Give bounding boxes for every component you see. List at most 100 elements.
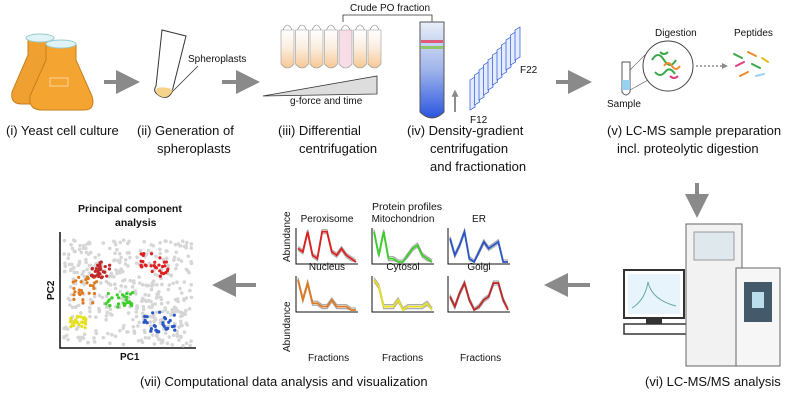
fraction-tube xyxy=(483,61,489,96)
step-iv-label-3: and fractionation xyxy=(430,159,526,174)
pca-point xyxy=(142,328,147,333)
centrifuge-tube xyxy=(353,29,367,69)
pca-point xyxy=(101,241,106,245)
pca-point xyxy=(69,292,74,297)
pca-point xyxy=(164,256,169,260)
profile-line xyxy=(449,280,509,312)
pca-point xyxy=(89,273,93,278)
profile-panel-title: Peroxisome xyxy=(301,214,354,225)
pca-point xyxy=(138,248,143,253)
pca-point xyxy=(179,291,184,295)
pca-point xyxy=(142,298,147,302)
pca-point xyxy=(174,266,178,271)
pca-point xyxy=(107,267,112,271)
pca-point xyxy=(149,252,154,256)
pca-point xyxy=(184,308,188,313)
fraction-tube xyxy=(514,26,521,61)
step-iv-label-2: centrifugation xyxy=(430,141,508,156)
pca-point xyxy=(144,264,148,268)
pca-point xyxy=(85,267,89,272)
pca-point xyxy=(80,324,84,328)
pca-point xyxy=(106,291,110,296)
pca-point xyxy=(147,336,151,340)
pca-point xyxy=(188,343,192,348)
pca-point xyxy=(97,267,101,271)
pca-point xyxy=(140,340,145,345)
pca-point xyxy=(180,239,185,244)
pca-point xyxy=(182,244,187,249)
pca-point xyxy=(112,258,116,263)
pca-point xyxy=(117,251,122,256)
pca-point xyxy=(68,320,73,324)
pca-point xyxy=(93,255,98,260)
pca-point xyxy=(97,308,102,313)
fraction-tube xyxy=(501,41,507,76)
pca-point xyxy=(77,291,81,295)
pca-point xyxy=(117,296,121,300)
pca-point xyxy=(152,342,157,346)
centrifuge-tube xyxy=(309,29,324,69)
fraction-tube xyxy=(496,46,503,81)
pca-point xyxy=(77,322,81,326)
pca-title-1: Principal component xyxy=(78,203,182,215)
pca-point xyxy=(148,320,153,324)
profile-panel-peroxisome: Peroxisome xyxy=(295,214,358,265)
pca-point xyxy=(110,296,114,300)
centrifuge-tube xyxy=(324,29,338,69)
pca-point xyxy=(125,295,129,299)
profile-panel-title: ER xyxy=(472,214,486,225)
pca-point xyxy=(131,324,136,329)
pca-point xyxy=(85,340,90,345)
pca-point xyxy=(116,305,120,309)
step-ii-label-1: (ii) Generation of xyxy=(137,123,234,138)
g-force-label: g-force and time xyxy=(290,96,363,107)
pca-point xyxy=(176,309,180,313)
fraction-tube xyxy=(469,76,476,111)
pca-point xyxy=(62,269,67,274)
pca-point xyxy=(79,280,83,284)
pca-point xyxy=(121,326,125,331)
pca-point xyxy=(178,319,183,324)
pca-point xyxy=(158,251,162,256)
pca-point xyxy=(172,313,176,317)
pca-point xyxy=(146,249,151,253)
pca-point xyxy=(77,247,82,252)
pca-point xyxy=(63,264,68,269)
pca-point xyxy=(152,324,156,328)
pca-point xyxy=(151,311,155,315)
pca-point xyxy=(88,309,92,314)
pca-point xyxy=(121,342,126,347)
pca-point xyxy=(145,315,149,319)
pca-point xyxy=(82,315,86,320)
pca-point xyxy=(70,305,75,310)
pca-point xyxy=(160,282,164,287)
pca-point xyxy=(149,287,154,292)
centrifuge-tube xyxy=(280,29,295,69)
pca-point xyxy=(104,317,108,322)
pca-point xyxy=(105,310,110,315)
pca-axes xyxy=(59,232,196,349)
fraction-tube xyxy=(505,36,512,71)
pca-point xyxy=(80,291,85,295)
pca-point xyxy=(87,271,92,275)
crude-po-label: Crude PO fraction xyxy=(350,3,430,14)
pca-point xyxy=(90,267,94,271)
profile-panel-golgi: Golgi xyxy=(447,262,510,313)
pca-point xyxy=(171,281,175,286)
pca-point xyxy=(164,327,169,331)
profile-line xyxy=(373,279,433,312)
pca-point xyxy=(107,246,112,251)
pca-point xyxy=(73,290,77,294)
pca-point xyxy=(154,296,159,300)
pca-point xyxy=(166,300,170,305)
pca-point xyxy=(105,274,109,278)
pca-point xyxy=(154,310,159,315)
pca-point xyxy=(147,261,152,266)
pca-point xyxy=(91,284,95,288)
pca-point xyxy=(69,325,73,329)
pca-point xyxy=(153,265,157,269)
pca-point xyxy=(140,311,145,316)
pca-point xyxy=(159,341,164,345)
pca-point xyxy=(156,292,160,297)
